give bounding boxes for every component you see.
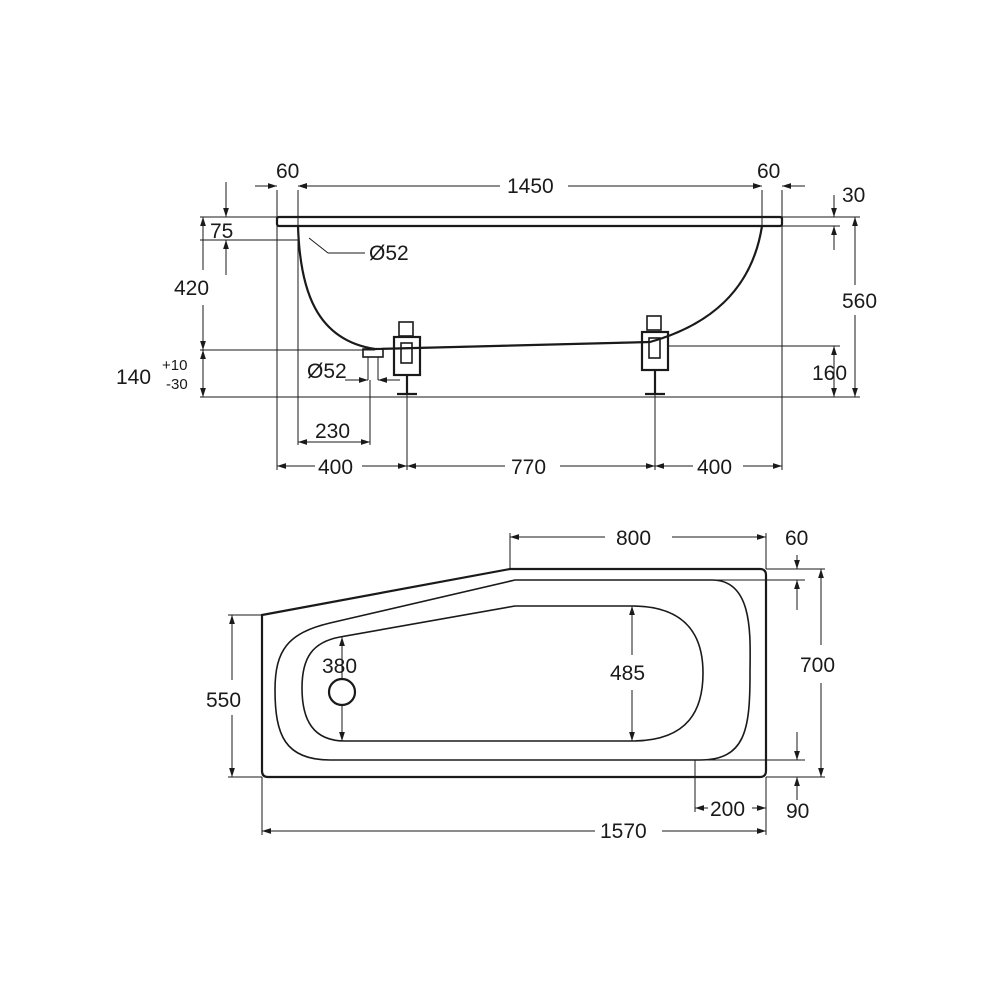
dim-overall-length: 1570 (600, 820, 647, 843)
plan-view: 800 60 700 90 550 380 485 200 1570 (206, 527, 835, 843)
drain-outlet (362, 348, 384, 358)
dim-overflow-diameter: Ø52 (369, 242, 409, 265)
tub-bottom (374, 341, 651, 350)
dim-rim-end: 60 (785, 527, 808, 550)
dim-leg-height-right: 160 (812, 362, 847, 385)
dim-narrow-width: 800 (616, 527, 651, 550)
dim-drain-position: 380 (322, 655, 357, 678)
dim-inner-width: 485 (610, 662, 645, 685)
dim-top-left-rim: 60 (276, 160, 299, 183)
dim-rim-thickness: 30 (842, 184, 865, 207)
leg-right (640, 315, 670, 396)
dim-leg-height: 140 (116, 366, 151, 389)
dim-leg-tol-plus: +10 (162, 357, 187, 374)
dim-foot-offset-right: 400 (697, 456, 732, 479)
tub-bowl (296, 225, 764, 351)
dim-foot-spacing: 770 (511, 456, 546, 479)
dim-height-right: 560 (842, 290, 877, 313)
dim-leg-tol-minus: -30 (166, 376, 188, 393)
dim-width-min: 550 (206, 689, 241, 712)
dim-overall-inner: 1450 (507, 175, 554, 198)
dim-bowl-depth-left: 420 (174, 277, 209, 300)
dim-foot-offset-left: 400 (318, 456, 353, 479)
tub-rim (275, 215, 784, 228)
dim-width-max: 700 (800, 654, 835, 677)
leg-left (392, 321, 422, 396)
dim-rim-side: 90 (786, 800, 809, 823)
tub-basin (301, 605, 704, 742)
side-view: 60 1450 60 30 75 420 140 +10 -30 Ø52 Ø52… (116, 160, 877, 479)
dim-end-offset: 200 (710, 798, 745, 821)
dim-drain-diameter: Ø52 (307, 360, 347, 383)
dim-drain-offset: 230 (315, 420, 350, 443)
drain-hole (327, 677, 357, 707)
tub-outer-outline (260, 567, 768, 779)
dim-top-right-rim: 60 (757, 160, 780, 183)
dim-rim-height-left: 75 (210, 220, 233, 243)
